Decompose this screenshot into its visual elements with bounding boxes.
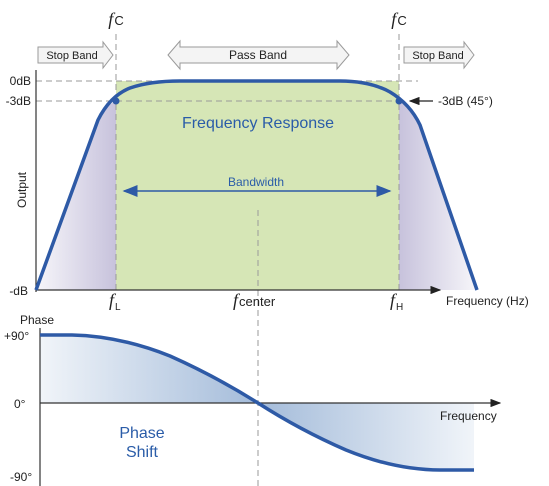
zero-deg-label: 0° (14, 397, 26, 411)
phase-curve (40, 333, 474, 472)
phase-axis-label: Phase (20, 313, 54, 327)
frequency-response-curve (34, 79, 479, 291)
fL-label: fL (109, 290, 121, 313)
cutoff-point-right (395, 97, 403, 105)
stopband-region-left (36, 101, 116, 290)
fcenter-label: fcenter (233, 290, 276, 310)
pass-band-arrow (167, 39, 350, 71)
stopband-region-right (399, 101, 477, 290)
minus3db-45-label: -3dB (45°) (438, 94, 493, 108)
phase-shift-fill-bottom (258, 403, 474, 470)
phase-shift-fill-top (40, 335, 258, 403)
frequency-response-title: Frequency Response (182, 115, 334, 132)
minus-db-label: -dB (9, 284, 28, 298)
zero-db-label: 0dB (10, 74, 31, 88)
stop-band-label-left: Stop Band (46, 50, 97, 62)
fc-label-left: fC (108, 9, 123, 29)
stop-band-arrow-left (37, 40, 114, 70)
frequency-hz-label: Frequency (Hz) (446, 294, 529, 308)
minus90-label: -90° (10, 470, 32, 484)
fc-label-right: fC (391, 9, 406, 29)
frequency-label-phase: Frequency (440, 409, 497, 423)
fH-label: fH (390, 290, 403, 313)
phase-shift-label-line1: Phase (119, 425, 164, 442)
stop-band-arrow-right (403, 40, 475, 70)
bandwidth-label: Bandwidth (228, 175, 284, 189)
stop-band-label-right: Stop Band (412, 50, 463, 62)
minus3db-label: -3dB (6, 94, 31, 108)
plus90-label: +90° (4, 329, 29, 343)
output-axis-label: Output (15, 171, 29, 208)
cutoff-point-left (112, 97, 120, 105)
pass-band-label: Pass Band (229, 48, 287, 62)
phase-shift-label-line2: Shift (126, 444, 159, 461)
